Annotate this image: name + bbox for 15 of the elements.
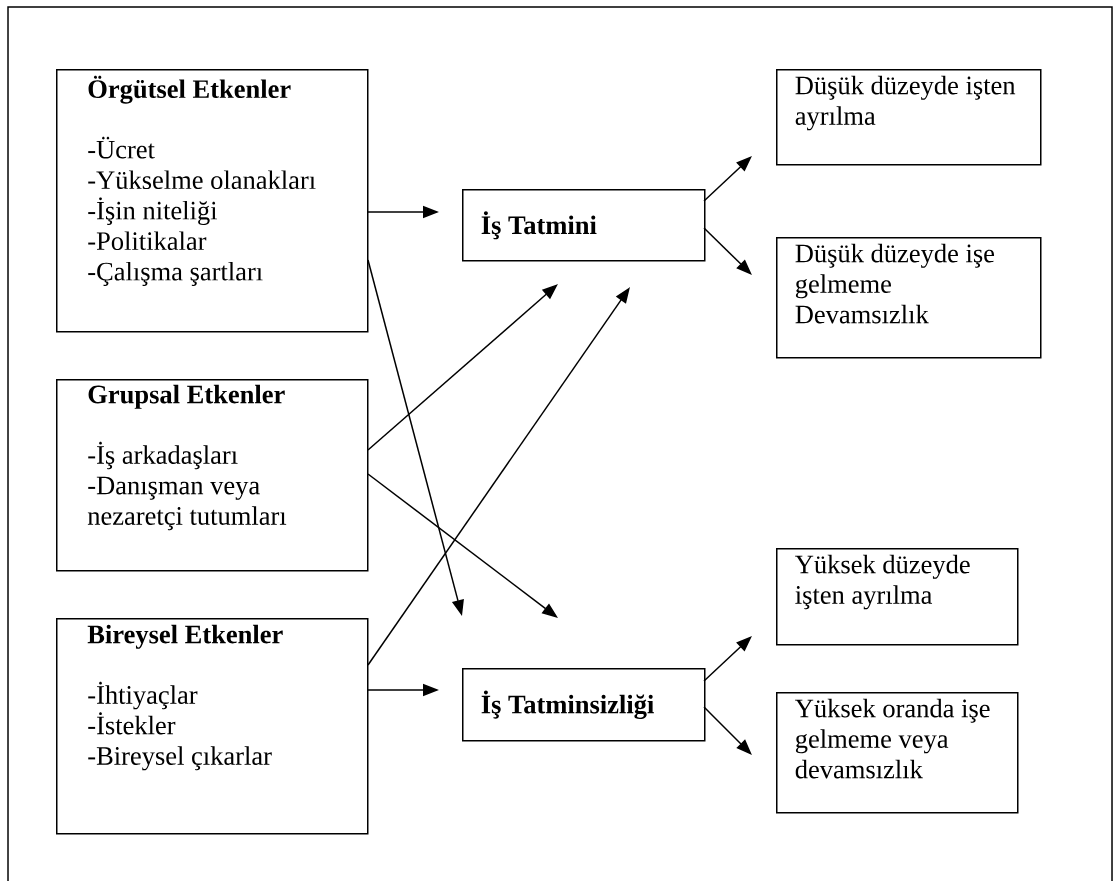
arrow bbox=[367, 473, 558, 618]
arrow bbox=[703, 227, 752, 275]
text-box: Grupsal Etkenler -İş arkadaşları -Danışman veya nezaretçi tutumları bbox=[56, 379, 369, 572]
text-box: İş Tatmini bbox=[462, 189, 706, 262]
text-box: Örgütsel Etkenler -Ücret -Yükselme olanakları -İşin niteliği -Politikalar -Çalışma şartları bbox=[56, 69, 369, 333]
text-box: İş Tatminsizliği bbox=[462, 668, 706, 742]
arrow bbox=[703, 706, 752, 755]
arrow bbox=[367, 284, 558, 451]
arrow bbox=[703, 636, 752, 682]
arrow bbox=[703, 156, 752, 202]
text-box: Bireysel Etkenler -İhtiyaçlar -İstekler -Bireysel çıkarlar bbox=[56, 618, 369, 835]
text-box: Düşük düzeyde işe gelmeme Devamsızlık bbox=[776, 237, 1042, 359]
text-box: Düşük düzeyde işten ayrılma bbox=[776, 69, 1042, 166]
text-box: Yüksek düzeyde işten ayrılma bbox=[776, 548, 1019, 646]
text-box: Yüksek oranda işe gelmeme veya devamsızlık bbox=[776, 692, 1019, 814]
